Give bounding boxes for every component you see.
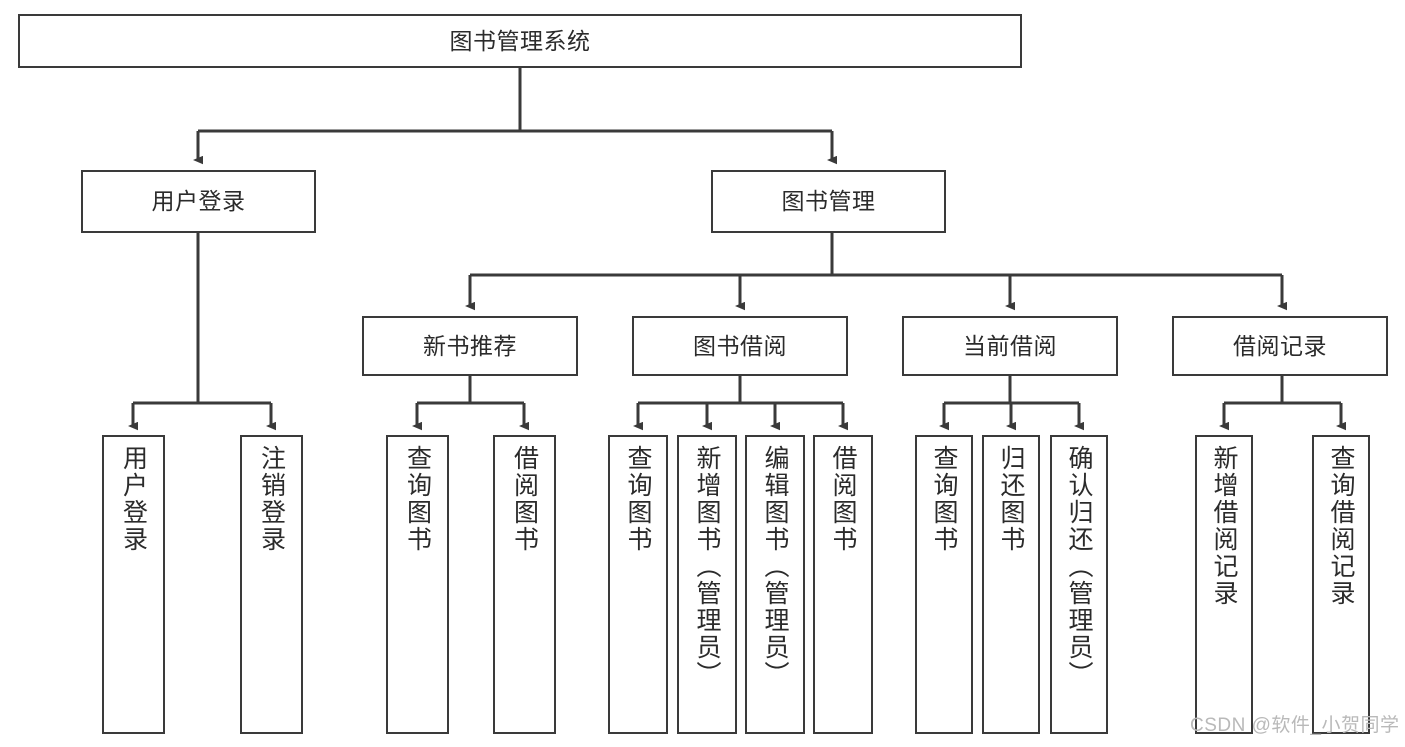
leaf-current-borrow-query-books[interactable]: 查询图书 <box>915 435 973 734</box>
leaf-new-book-query-books[interactable]: 查询图书 <box>386 435 449 734</box>
node-book-management[interactable]: 图书管理 <box>711 170 946 233</box>
node-label: 借阅记录 <box>1233 332 1327 359</box>
leaf-current-borrow-confirm-return-admin[interactable]: 确认归还（管理员） <box>1050 435 1108 734</box>
leaf-user-login-logout[interactable]: 注销登录 <box>240 435 303 734</box>
node-label: 新增图书（管理员） <box>693 445 721 688</box>
leaf-current-borrow-return-books[interactable]: 归还图书 <box>982 435 1040 734</box>
node-label: 查询图书 <box>624 445 652 553</box>
node-label: 查询图书 <box>403 445 432 553</box>
node-label: 当前借阅 <box>963 332 1057 359</box>
leaf-book-borrow-query-books[interactable]: 查询图书 <box>608 435 668 734</box>
node-label: 新增借阅记录 <box>1210 445 1238 607</box>
node-label: 图书管理系统 <box>449 27 591 54</box>
node-label: 借阅图书 <box>829 445 857 553</box>
node-borrowing-records[interactable]: 借阅记录 <box>1172 316 1388 376</box>
node-label: 用户登录 <box>151 188 246 215</box>
node-new-book-recommendation[interactable]: 新书推荐 <box>362 316 578 376</box>
node-label: 查询借阅记录 <box>1327 445 1355 607</box>
leaf-user-login-login[interactable]: 用户登录 <box>102 435 165 734</box>
watermark-text: CSDN @软件_小贺同学 <box>1190 715 1400 736</box>
node-label: 查询图书 <box>930 445 958 553</box>
node-book-borrowing[interactable]: 图书借阅 <box>632 316 848 376</box>
leaf-records-query-borrow-record[interactable]: 查询借阅记录 <box>1312 435 1370 734</box>
node-label: 图书借阅 <box>693 332 787 359</box>
leaf-book-borrow-add-book-admin[interactable]: 新增图书（管理员） <box>677 435 737 734</box>
node-label: 图书管理 <box>781 188 876 215</box>
node-current-borrowing[interactable]: 当前借阅 <box>902 316 1118 376</box>
node-label: 注销登录 <box>257 445 286 553</box>
node-label: 新书推荐 <box>423 332 517 359</box>
node-label: 用户登录 <box>119 445 148 553</box>
node-label: 编辑图书（管理员） <box>761 445 789 688</box>
leaf-new-book-borrow-books[interactable]: 借阅图书 <box>493 435 556 734</box>
leaf-book-borrow-borrow-books[interactable]: 借阅图书 <box>813 435 873 734</box>
leaf-book-borrow-edit-book-admin[interactable]: 编辑图书（管理员） <box>745 435 805 734</box>
node-label: 确认归还（管理员） <box>1065 445 1093 688</box>
node-label: 归还图书 <box>997 445 1025 553</box>
node-user-login[interactable]: 用户登录 <box>81 170 316 233</box>
node-root-book-management-system[interactable]: 图书管理系统 <box>18 14 1022 68</box>
leaf-records-add-borrow-record[interactable]: 新增借阅记录 <box>1195 435 1253 734</box>
node-label: 借阅图书 <box>510 445 539 553</box>
